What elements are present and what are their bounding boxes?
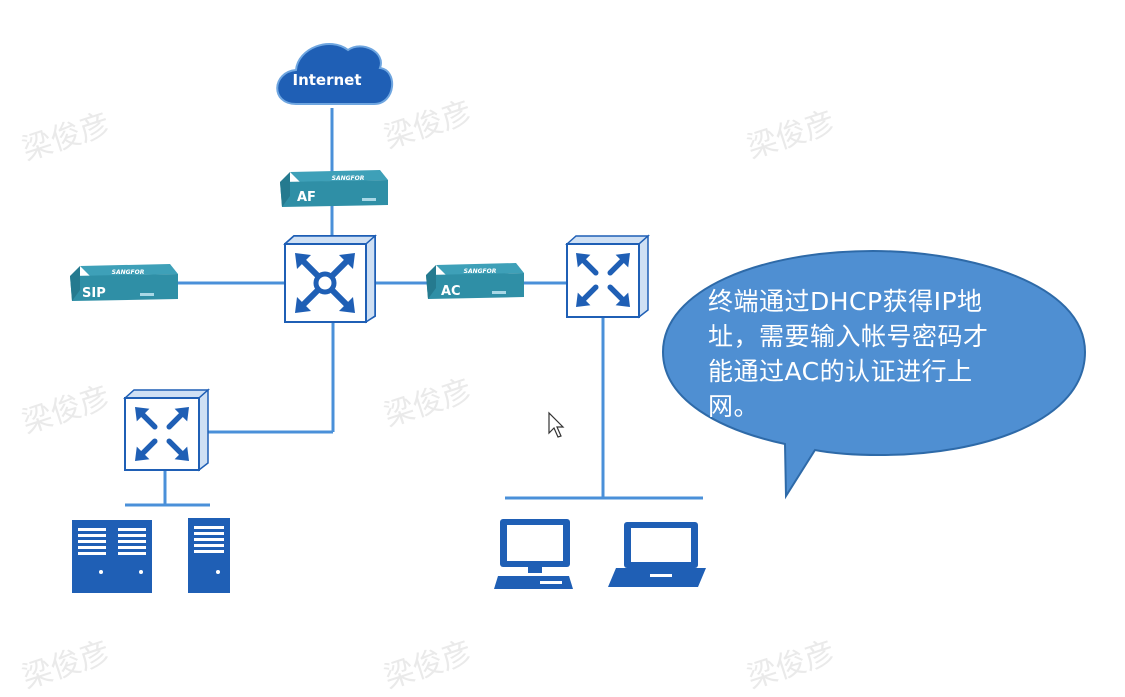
- af-label: AF: [297, 190, 316, 205]
- callout-text: 终端通过DHCP获得IP地址，需要输入帐号密码才能通过AC的认证进行上网。: [708, 287, 989, 421]
- ac-appliance-icon: [426, 263, 524, 299]
- desktop-computer-icon: [494, 519, 573, 589]
- callout-bubble: [661, 249, 1087, 500]
- access-switch-icon: [565, 234, 650, 319]
- internet-cloud-icon: [276, 43, 394, 105]
- server-switch-icon: [123, 388, 210, 472]
- server-icon: [188, 518, 230, 593]
- internet-label: Internet: [292, 71, 361, 89]
- laptop-icon: [608, 522, 706, 587]
- ac-label: AC: [441, 284, 461, 299]
- sip-label: SIP: [82, 286, 106, 301]
- mouse-cursor-icon: [548, 411, 565, 438]
- af-brand-logo: SANGFOR: [332, 175, 365, 182]
- sip-appliance-icon: [70, 264, 178, 301]
- core-switch-icon: [283, 234, 377, 324]
- server-icon: [72, 520, 112, 593]
- server-icon: [112, 520, 152, 593]
- af-appliance-icon: [280, 170, 388, 207]
- connection-lines: [125, 108, 703, 507]
- sip-brand-logo: SANGFOR: [112, 269, 145, 276]
- diagram-canvas: Internet SANGFOR AF SANGFOR SIP SANGFOR …: [70, 43, 1087, 593]
- ac-brand-logo: SANGFOR: [464, 268, 497, 275]
- network-diagram: 梁俊彦 梁俊彦 梁俊彦 梁俊彦 梁俊彦 梁俊彦 梁俊彦 梁俊彦: [18, 43, 1087, 696]
